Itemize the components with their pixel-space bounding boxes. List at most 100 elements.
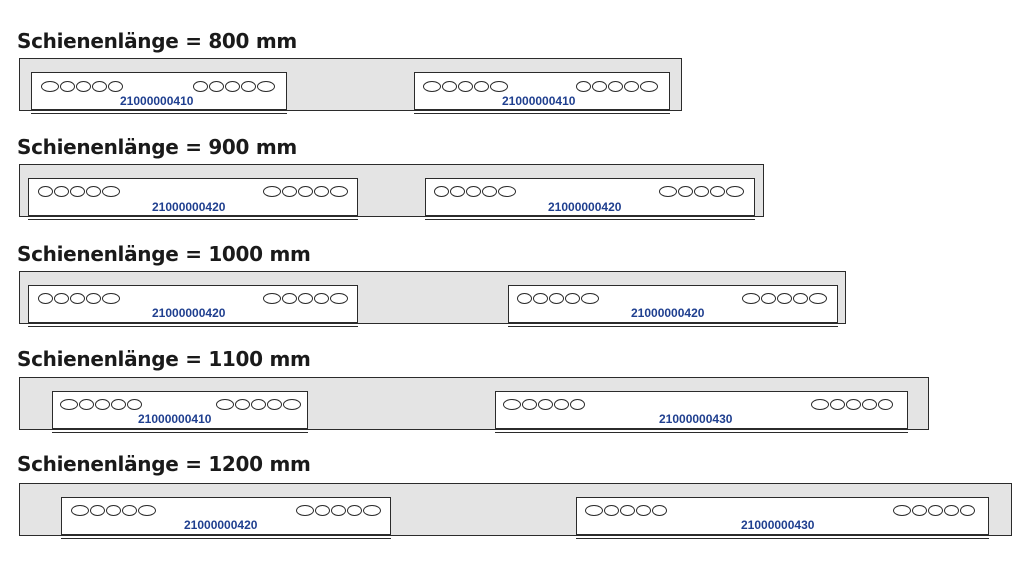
- hole: [710, 186, 725, 197]
- hole: [86, 186, 101, 197]
- hole: [434, 186, 449, 197]
- hole-group: [893, 505, 975, 516]
- hole: [482, 186, 497, 197]
- bracket-base-line: [52, 432, 308, 433]
- part-number: 21000000420: [184, 518, 258, 532]
- part-number: 21000000420: [152, 306, 226, 320]
- hole: [108, 81, 123, 92]
- hole-group: [811, 399, 893, 410]
- hole: [678, 186, 693, 197]
- slot-hole: [503, 399, 521, 410]
- rail-length-title: Schienenlänge = 1100 mm: [17, 347, 311, 371]
- hole: [442, 81, 457, 92]
- hole-group: [423, 81, 508, 92]
- slot-hole: [659, 186, 677, 197]
- hole: [54, 293, 69, 304]
- rail-length-title: Schienenlänge = 1200 mm: [17, 452, 311, 476]
- hole: [298, 293, 313, 304]
- hole: [282, 293, 297, 304]
- hole-group: [742, 293, 827, 304]
- hole: [314, 293, 329, 304]
- slot-hole: [263, 186, 281, 197]
- hole: [565, 293, 580, 304]
- hole: [458, 81, 473, 92]
- hole: [70, 186, 85, 197]
- hole: [912, 505, 927, 516]
- hole: [474, 81, 489, 92]
- slot-hole: [60, 399, 78, 410]
- slot-hole: [742, 293, 760, 304]
- slot-hole: [640, 81, 658, 92]
- hole: [347, 505, 362, 516]
- hole: [652, 505, 667, 516]
- hole: [608, 81, 623, 92]
- hole: [235, 399, 250, 410]
- hole: [267, 399, 282, 410]
- hole-group: [41, 81, 123, 92]
- hole: [331, 505, 346, 516]
- hole: [38, 293, 53, 304]
- mounting-bracket-left: [28, 285, 358, 323]
- hole-group: [38, 293, 120, 304]
- bracket-base-line: [576, 538, 989, 539]
- hole: [517, 293, 532, 304]
- part-number: 21000000430: [741, 518, 815, 532]
- hole-group: [263, 293, 348, 304]
- hole: [960, 505, 975, 516]
- hole: [694, 186, 709, 197]
- slot-hole: [41, 81, 59, 92]
- hole: [241, 81, 256, 92]
- hole: [793, 293, 808, 304]
- bracket-base-line: [61, 538, 391, 539]
- hole: [111, 399, 126, 410]
- part-number: 21000000420: [152, 200, 226, 214]
- hole: [522, 399, 537, 410]
- slot-hole: [363, 505, 381, 516]
- hole: [76, 81, 91, 92]
- part-number: 21000000420: [631, 306, 705, 320]
- slot-hole: [585, 505, 603, 516]
- hole: [928, 505, 943, 516]
- slot-hole: [216, 399, 234, 410]
- slot-hole: [138, 505, 156, 516]
- hole: [106, 505, 121, 516]
- hole: [225, 81, 240, 92]
- bracket-base-line: [508, 326, 838, 327]
- mounting-bracket-left: [61, 497, 391, 535]
- slot-hole: [263, 293, 281, 304]
- hole: [251, 399, 266, 410]
- hole: [298, 186, 313, 197]
- part-number: 21000000410: [502, 94, 576, 108]
- hole-group: [60, 399, 142, 410]
- hole: [450, 186, 465, 197]
- rail-length-title: Schienenlänge = 1000 mm: [17, 242, 311, 266]
- slot-hole: [726, 186, 744, 197]
- hole: [209, 81, 224, 92]
- hole-group: [659, 186, 744, 197]
- slot-hole: [811, 399, 829, 410]
- slot-hole: [71, 505, 89, 516]
- bracket-base-line: [414, 113, 670, 114]
- hole: [554, 399, 569, 410]
- hole: [624, 81, 639, 92]
- mounting-bracket-right: [495, 391, 908, 429]
- hole: [538, 399, 553, 410]
- hole-group: [216, 399, 301, 410]
- hole: [830, 399, 845, 410]
- hole: [282, 186, 297, 197]
- hole: [604, 505, 619, 516]
- hole: [54, 186, 69, 197]
- slot-hole: [423, 81, 441, 92]
- bracket-base-line: [495, 432, 908, 433]
- slot-hole: [330, 293, 348, 304]
- slot-hole: [893, 505, 911, 516]
- hole: [90, 505, 105, 516]
- slot-hole: [581, 293, 599, 304]
- slot-hole: [296, 505, 314, 516]
- part-number: 21000000430: [659, 412, 733, 426]
- rail-length-title: Schienenlänge = 900 mm: [17, 135, 297, 159]
- hole: [79, 399, 94, 410]
- hole: [944, 505, 959, 516]
- hole: [761, 293, 776, 304]
- mounting-bracket-right: [576, 497, 989, 535]
